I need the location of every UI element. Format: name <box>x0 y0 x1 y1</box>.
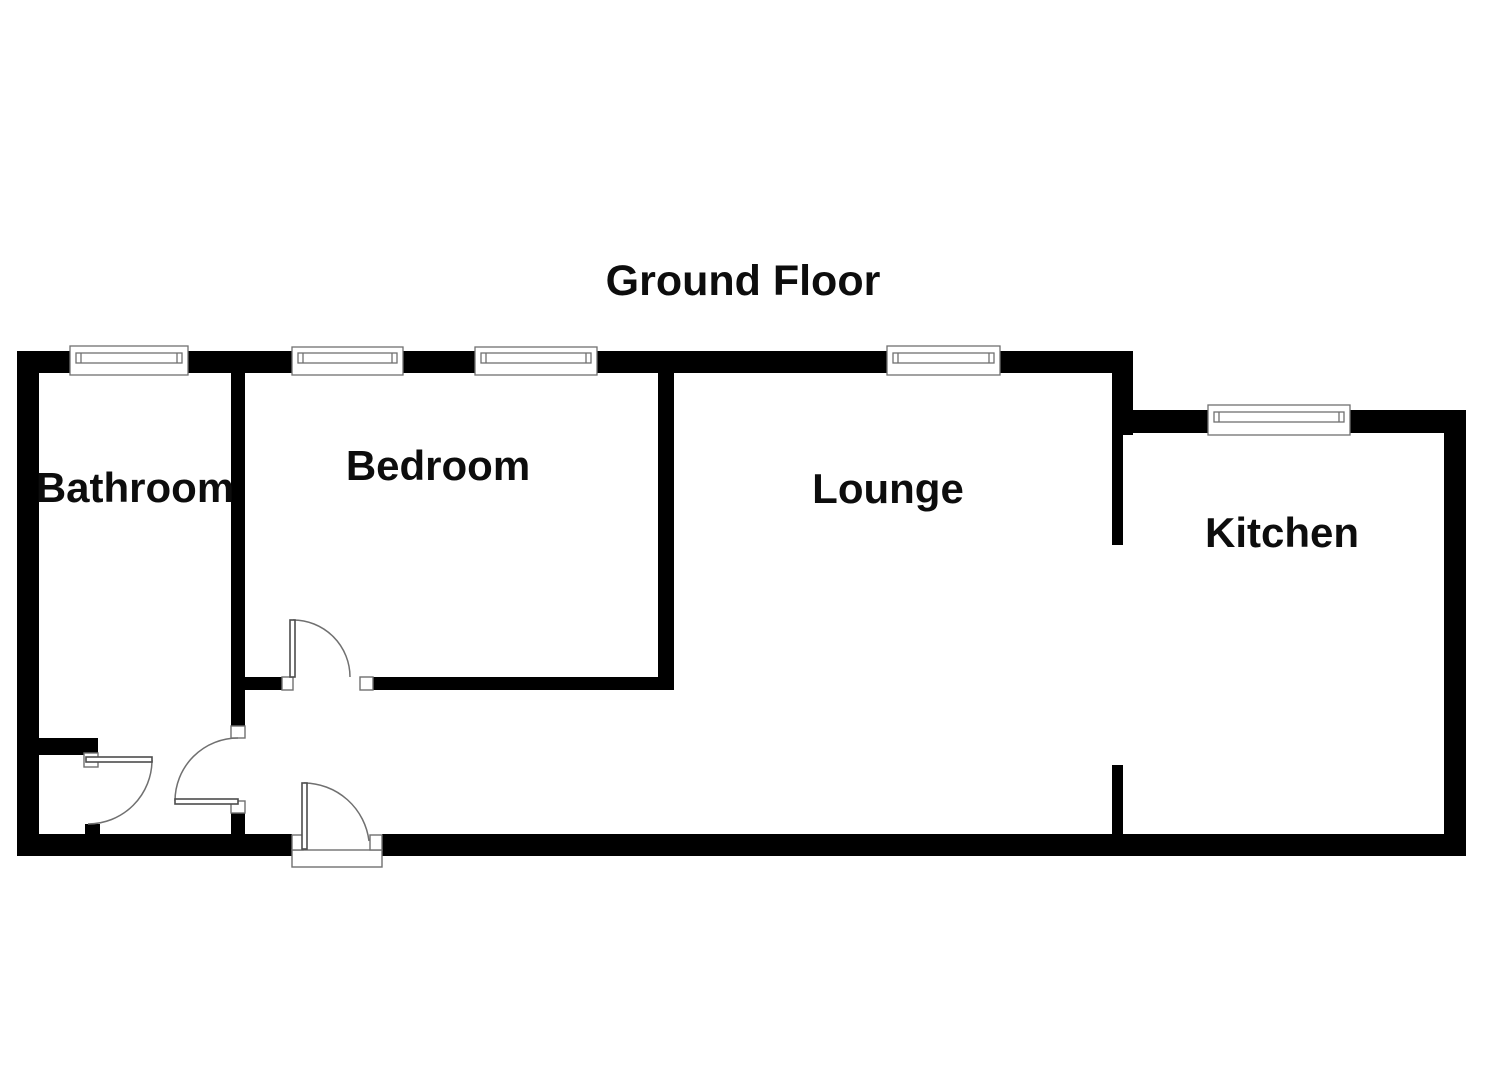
bedroom-window-1-icon <box>291 346 404 376</box>
room-label-kitchen: Kitchen <box>1205 509 1359 556</box>
entrance-door-jamb-right <box>369 834 383 851</box>
wall-kitchen-top-right-segment <box>1350 410 1466 433</box>
wall-left <box>17 351 39 856</box>
hall-door-jamb-top <box>230 725 246 739</box>
hall-door-icon <box>174 737 239 805</box>
wall-bottom-left-of-entrance <box>17 834 292 856</box>
wall-bathroom-bedroom-divider <box>231 373 245 726</box>
window-glazing <box>297 352 398 364</box>
door-leaf <box>289 619 296 678</box>
wall-bathroom-entry-stub <box>39 738 98 755</box>
bedroom-door-icon <box>289 619 351 678</box>
door-swing-arc <box>292 619 351 678</box>
wall-lounge-kitchen-stub-upper <box>1112 435 1123 545</box>
bathroom-door-strike-block <box>85 824 100 836</box>
bathroom-window-icon <box>69 345 189 376</box>
room-label-bedroom: Bedroom <box>346 442 530 489</box>
wall-bathroom-divider-lower-stub <box>231 813 245 834</box>
door-leaf <box>174 798 239 805</box>
entrance-threshold-step <box>291 849 383 868</box>
entrance-door-icon <box>301 782 370 850</box>
wall-bedroom-bottom-left-stub <box>245 677 282 690</box>
wall-lounge-kitchen-stub-lower <box>1112 765 1123 834</box>
room-label-bathroom: Bathroom <box>36 464 234 511</box>
bathroom-door-icon <box>85 756 153 825</box>
wall-kitchen-top-left-segment <box>1112 410 1208 433</box>
wall-lounge-right-upper <box>1112 373 1133 435</box>
window-glazing <box>75 352 183 364</box>
door-leaf <box>301 782 308 850</box>
door-leaf <box>85 756 153 763</box>
room-label-lounge: Lounge <box>812 465 964 512</box>
wall-bedroom-lounge-divider <box>658 373 674 690</box>
bedroom-door-jamb-left <box>281 676 294 691</box>
wall-bedroom-bottom-right <box>373 677 674 690</box>
lounge-window-icon <box>886 345 1001 376</box>
door-swing-arc <box>303 782 370 842</box>
bedroom-window-2-icon <box>474 346 598 376</box>
kitchen-window-icon <box>1207 404 1351 436</box>
window-glazing <box>892 352 995 364</box>
page-title: Ground Floor <box>606 257 881 305</box>
wall-bottom-right-of-entrance <box>382 834 1466 856</box>
wall-right <box>1444 410 1466 856</box>
door-swing-arc <box>174 737 239 802</box>
window-glazing <box>480 352 592 364</box>
door-swing-arc <box>87 759 153 825</box>
window-glazing <box>1213 411 1345 423</box>
bedroom-door-jamb-right <box>359 676 374 691</box>
